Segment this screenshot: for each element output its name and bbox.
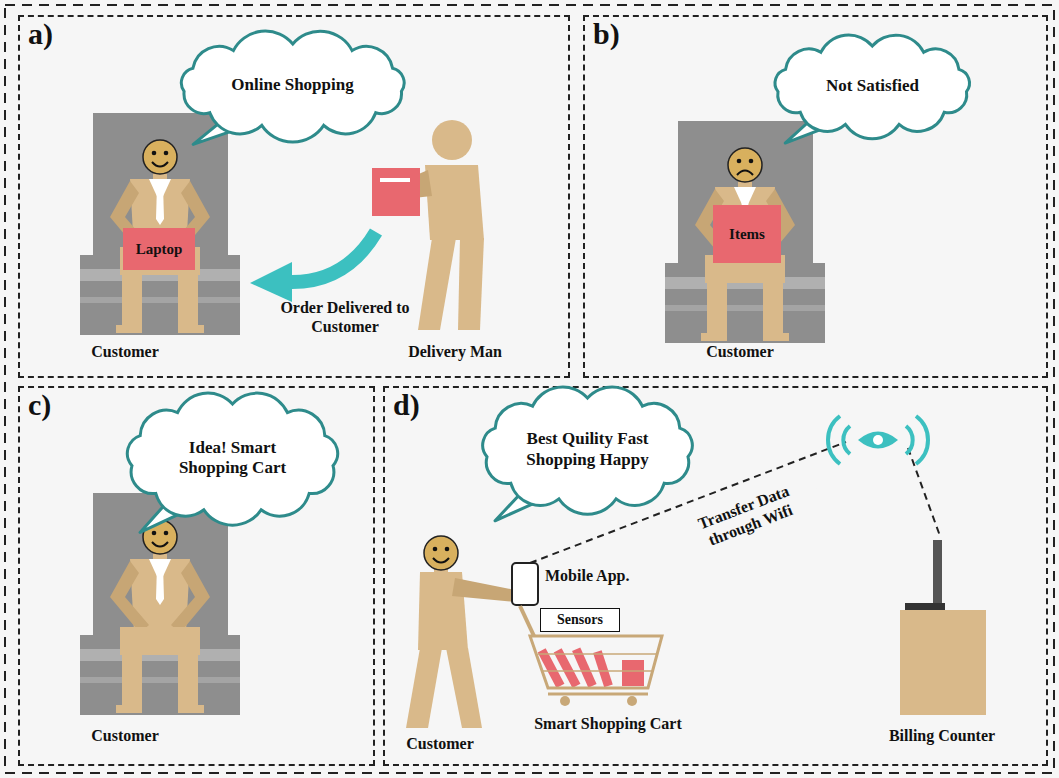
eye — [433, 547, 438, 552]
delivery-leg — [458, 238, 484, 330]
caption-label: Transfer Data through Wifi — [670, 470, 825, 561]
delivery-arrowhead — [250, 262, 292, 302]
label-anchor: Transfer Data through Wifi — [672, 496, 822, 536]
wifi-wave — [843, 426, 850, 454]
bubble-text: Best Quility Fast Shopping Happy — [523, 429, 653, 470]
wifi-dot — [873, 435, 883, 445]
seated-customer — [80, 113, 240, 335]
wifi-wave — [916, 416, 928, 464]
label-anchor: Customer — [60, 726, 190, 745]
frown — [737, 171, 753, 176]
scene-panel: a) Online ShoppingLaptop — [18, 15, 570, 378]
delivery-head — [432, 120, 472, 160]
speech-bubble: Best Quility Fast Shopping Happy — [480, 392, 695, 507]
caption-label: Customer — [60, 726, 190, 745]
book — [622, 660, 644, 686]
bubble-text: Not Satisfied — [808, 76, 938, 96]
wifi-wave — [906, 426, 913, 454]
scene-panel: c) Idea! Smart Shopping Cart — [18, 386, 375, 766]
bubble-cloud — [127, 393, 337, 525]
panel-letter: c) — [20, 388, 59, 422]
bubble-cloud — [483, 387, 693, 514]
caption-label: Mobile App. — [545, 566, 655, 585]
label-anchor: Delivery Man — [390, 342, 520, 361]
leg — [406, 648, 442, 728]
caption-label: Customer — [375, 734, 505, 753]
cart-wheel — [560, 696, 570, 706]
caption-label: Delivery Man — [390, 342, 520, 361]
smile — [152, 162, 168, 167]
sensor-box: Sensors — [540, 608, 620, 632]
leg — [446, 648, 482, 728]
caption-label: Smart Shopping Cart — [528, 714, 688, 733]
label-anchor: Customer — [60, 342, 190, 361]
box-label: Items — [729, 226, 765, 243]
item-box: Items — [713, 205, 781, 263]
panel-letter: a) — [20, 17, 61, 51]
smile — [433, 558, 449, 563]
label-anchor: Mobile App. — [545, 566, 655, 585]
bubble-cloud — [181, 31, 404, 142]
caption-label: Customer — [675, 342, 805, 361]
caption-label: Customer — [60, 342, 190, 361]
label-anchor: Customer — [675, 342, 805, 361]
mobile-phone — [512, 563, 538, 605]
bubble-text: Online Shopping — [218, 75, 368, 95]
bubble-cloud — [775, 35, 969, 139]
arm — [452, 578, 515, 602]
monitor — [933, 540, 942, 606]
label-anchor: Billing Counter — [872, 726, 1012, 745]
cart-basket — [530, 636, 662, 688]
box-label: Laptop — [136, 241, 183, 258]
billing-counter — [900, 610, 986, 715]
speech-bubble: Idea! Smart Shopping Cart — [125, 398, 340, 518]
outer-frame — [5, 5, 1054, 773]
speech-bubble: Online Shopping — [177, 38, 409, 133]
parcel — [372, 168, 420, 216]
scene-panel: b) Not SatisfiedItems — [583, 15, 1048, 378]
delivery-arrow — [288, 232, 376, 282]
label-anchor: Customer — [375, 734, 505, 753]
cart-axle — [548, 693, 648, 696]
eye — [445, 547, 450, 552]
label-anchor: Smart Shopping Cart — [528, 714, 688, 733]
book — [593, 650, 613, 687]
head — [424, 536, 458, 570]
wifi-core — [858, 432, 898, 449]
monitor-base — [905, 603, 945, 610]
speech-bubble: Not Satisfied — [771, 40, 974, 132]
scene-panel: d) Best Quility Fast Shopping HappySensor… — [383, 386, 1048, 766]
caption-label: Billing Counter — [872, 726, 1012, 745]
sensor-label: Sensors — [557, 612, 603, 628]
item-box: Laptop — [123, 228, 195, 270]
wifi-wave — [828, 416, 840, 464]
seated-customer — [80, 493, 240, 715]
parcel-stripe — [380, 178, 410, 182]
cart-wheel — [627, 696, 637, 706]
delivery-leg — [418, 238, 456, 330]
caption-label: Order Delivered to Customer — [275, 298, 415, 336]
panel-letter: d) — [385, 388, 428, 422]
label-anchor: Order Delivered to Customer — [275, 298, 415, 336]
smile — [152, 542, 168, 547]
panel-letter: b) — [585, 17, 628, 51]
cart-grid — [538, 653, 657, 655]
seated-customer — [665, 121, 825, 343]
cart-handle — [520, 606, 534, 636]
delivery-torso — [425, 165, 484, 240]
bubble-text: Idea! Smart Shopping Cart — [168, 438, 298, 479]
cart-grid — [543, 670, 653, 672]
wifi-link — [908, 448, 940, 536]
